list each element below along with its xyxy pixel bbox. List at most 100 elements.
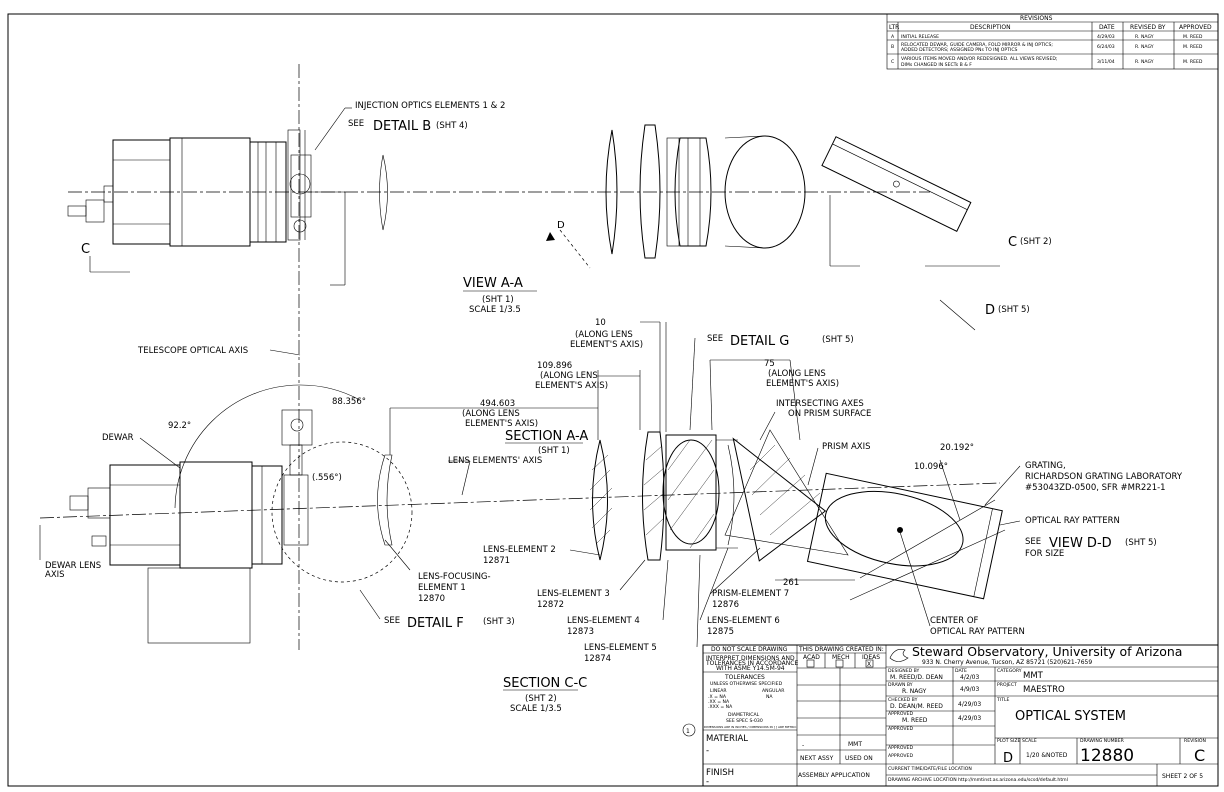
tb-title-label: TITLE bbox=[996, 697, 1010, 703]
tb-date-label: DATE bbox=[955, 668, 967, 674]
dim-10-note2: ELEMENT'S AXIS) bbox=[570, 340, 643, 350]
lens-focusing-pn: 12870 bbox=[418, 594, 445, 604]
tb-project: MAESTRO bbox=[1023, 685, 1065, 695]
section-cc-scale: SCALE 1/3.5 bbox=[510, 704, 562, 714]
tb-current-time: CURRENT TIME/DATE/FILE LOCATION bbox=[888, 766, 972, 772]
grating-line1: GRATING, bbox=[1025, 461, 1066, 471]
view-aa-scale: SCALE 1/3.5 bbox=[469, 305, 521, 315]
rev-b-ltr: B bbox=[891, 44, 894, 50]
detail-f-sheet: (SHT 3) bbox=[483, 617, 515, 627]
detail-b-see: SEE bbox=[348, 119, 364, 129]
grating-line3: #53043ZD-0500, SFR #MR221-1 bbox=[1025, 483, 1166, 493]
tb-drawn-by: R. NAGY bbox=[902, 688, 927, 695]
dim-109-note1: (ALONG LENS bbox=[540, 371, 598, 381]
tb-tol1: .X = NA bbox=[708, 694, 727, 700]
tb-archive-location: DRAWING ARCHIVE LOCATION http://mmtinst.… bbox=[888, 777, 1068, 783]
rev-header-desc: DESCRIPTION bbox=[970, 24, 1011, 31]
tb-designed-by: M. REED/D. DEAN bbox=[890, 674, 943, 681]
tb-category-label: CATEGORY bbox=[997, 668, 1022, 674]
tb-linear: LINEAR bbox=[710, 688, 727, 694]
tb-designed-date: 4/2/03 bbox=[960, 674, 979, 681]
view-dd-for-size: FOR SIZE bbox=[1025, 549, 1064, 559]
tb-checked-date: 4/29/03 bbox=[958, 701, 981, 708]
rev-a-by: R. NAGY bbox=[1135, 34, 1154, 40]
tb-title: OPTICAL SYSTEM bbox=[1015, 709, 1126, 724]
rev-b-date: 6/24/03 bbox=[1097, 44, 1115, 50]
rev-b-desc1: RELOCATED DEWAR, GUIDE CAMERA, FOLD MIRR… bbox=[901, 42, 1053, 48]
tb-tolerances: TOLERANCES bbox=[724, 674, 765, 681]
tb-interpret2: TOLERANCES IN ACCORDANCE bbox=[705, 660, 798, 667]
tb-do-not-scale: DO NOT SCALE DRAWING bbox=[711, 646, 788, 653]
tb-project-label: PROJECT bbox=[997, 682, 1017, 688]
tb-scale: 1/20 &NOTED bbox=[1026, 752, 1068, 759]
tb-tol2: .XX = NA bbox=[708, 699, 730, 705]
telescope-axis-label: TELESCOPE OPTICAL AXIS bbox=[137, 346, 248, 356]
tb-mech: MECH bbox=[832, 654, 850, 661]
dim-75-value: 75 bbox=[764, 359, 775, 369]
tb-scale-label: SCALE bbox=[1022, 738, 1037, 744]
rev-c-date: 3/11/04 bbox=[1097, 59, 1115, 65]
view-aa-geometry bbox=[67, 64, 1000, 650]
rev-c-appr: M. REED bbox=[1183, 59, 1203, 65]
rev-a-ltr: A bbox=[891, 34, 895, 40]
view-d-marker: D bbox=[557, 220, 565, 231]
tb-interpret3: WITH ASME Y14.5M-94 bbox=[716, 665, 785, 672]
center-ray-pattern-label: OPTICAL RAY PATTERN bbox=[930, 627, 1025, 637]
center-of-label: CENTER OF bbox=[930, 616, 979, 626]
detail-g-see: SEE bbox=[707, 334, 723, 344]
rev-header-date: DATE bbox=[1099, 24, 1115, 31]
rev-c-desc2: DIMs CHANGED IN SECTs B & F bbox=[901, 62, 972, 68]
rev-header-approved: APPROVED bbox=[1179, 24, 1212, 31]
tb-plot-size: D bbox=[1003, 751, 1013, 766]
dim-109-note2: ELEMENT'S AXIS) bbox=[535, 381, 608, 391]
lens-element-5-label: LENS-ELEMENT 5 bbox=[584, 643, 657, 653]
tb-drawing-number: 12880 bbox=[1080, 746, 1134, 766]
dewar-lens-axis-line1: DEWAR LENS bbox=[45, 561, 101, 571]
optical-ray-pattern-label: OPTICAL RAY PATTERN bbox=[1025, 516, 1120, 526]
detail-b-sheet: (SHT 4) bbox=[436, 121, 468, 131]
tb-assembly-application: ASSEMBLY APPLICATION bbox=[798, 772, 870, 779]
tb-approved2-label: APPROVED bbox=[888, 726, 913, 732]
tb-drawn-date: 4/9/03 bbox=[960, 686, 979, 693]
title-block bbox=[682, 644, 1219, 787]
lens-element-6-label: LENS-ELEMENT 6 bbox=[707, 616, 780, 626]
lens-focusing-line1: LENS-FOCUSING- bbox=[418, 572, 491, 582]
detail-f-label: DETAIL F bbox=[407, 616, 464, 631]
tb-finish-value: - bbox=[706, 777, 709, 787]
dim-494-note1: (ALONG LENS bbox=[462, 409, 520, 419]
tb-next-assy: NEXT ASSY bbox=[800, 755, 834, 762]
tb-revision: C bbox=[1194, 746, 1205, 765]
tb-ideas: IDEAS bbox=[862, 654, 880, 661]
lens-element-2-label: LENS-ELEMENT 2 bbox=[483, 545, 556, 555]
view-d-right-marker: D bbox=[985, 303, 995, 318]
tb-mmt-small: MMT bbox=[848, 741, 862, 748]
tb-dash: - bbox=[802, 742, 804, 749]
dim-92-angle: 92.2° bbox=[168, 421, 191, 431]
tb-sheet: SHEET 2 OF 5 bbox=[1162, 773, 1203, 780]
rev-a-desc: INITIAL RELEASE bbox=[901, 34, 939, 40]
intersecting-axes-line1: INTERSECTING AXES bbox=[776, 399, 864, 409]
view-dd-label: VIEW D-D bbox=[1049, 536, 1112, 551]
injection-optics-label: INJECTION OPTICS ELEMENTS 1 & 2 bbox=[355, 101, 505, 111]
rev-b-desc2: ADDED DETECTORS; ASSIGNED PNs TO INJ OPT… bbox=[901, 47, 1018, 53]
view-aa-sheet: (SHT 1) bbox=[482, 295, 514, 305]
tb-interpret1: INTERPRET DIMENSIONS AND bbox=[706, 655, 795, 662]
rev-c-desc1: VARIOUS ITEMS MOVED AND/OR REDESIGNED. A… bbox=[901, 56, 1058, 62]
view-d-right-sheet: (SHT 5) bbox=[998, 305, 1030, 315]
dim-75-note1: (ALONG LENS bbox=[768, 369, 826, 379]
section-c-right-sheet: (SHT 2) bbox=[1020, 237, 1052, 247]
lens-elements-axis-label: LENS ELEMENTS' AXIS bbox=[448, 456, 542, 466]
prism-element-7-label: PRISM-ELEMENT 7 bbox=[712, 589, 789, 599]
tb-material: MATERIAL bbox=[706, 734, 748, 744]
revisions-table: REVISIONS LTR DESCRIPTION DATE REVISED B… bbox=[886, 13, 1219, 70]
rev-b-by: R. NAGY bbox=[1135, 44, 1154, 50]
dim-88-angle: 88.356° bbox=[332, 397, 366, 407]
dim-494-note2: ELEMENT'S AXIS) bbox=[465, 419, 538, 429]
tb-plot-size-label: PLOT SIZE bbox=[997, 738, 1020, 744]
dim-10-note1: (ALONG LENS bbox=[575, 330, 633, 340]
dim-20-angle: 20.192° bbox=[940, 443, 974, 453]
tb-approved3-label: APPROVED bbox=[888, 745, 913, 751]
section-cc-sheet: (SHT 2) bbox=[525, 694, 557, 704]
tb-approved-label: APPROVED bbox=[888, 711, 913, 717]
